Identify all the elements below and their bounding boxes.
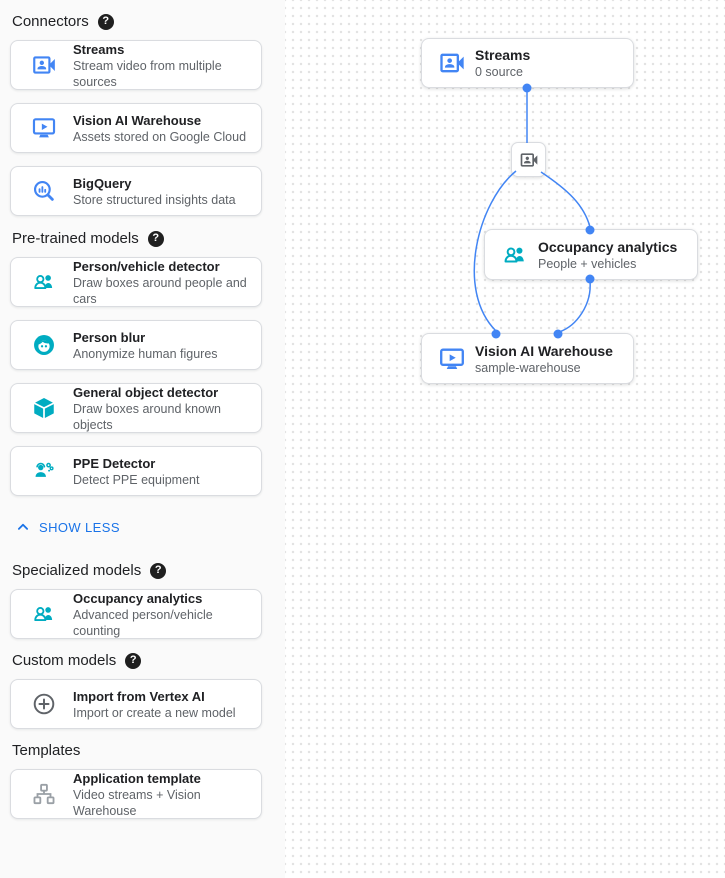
section-title: Templates bbox=[12, 742, 81, 759]
ppe-person-icon bbox=[31, 458, 57, 484]
chevron-up-icon bbox=[14, 518, 32, 536]
video-camera-front-icon bbox=[519, 150, 539, 170]
face-blur-icon bbox=[31, 332, 57, 358]
edge-source-to-occupancy bbox=[540, 171, 591, 228]
section-title: Pre-trained models bbox=[12, 230, 139, 247]
section-title: Specialized models bbox=[12, 562, 142, 579]
plus-circle-icon bbox=[31, 691, 57, 717]
card-subtitle: Assets stored on Google Cloud bbox=[73, 129, 247, 144]
node-subtitle: People + vehicles bbox=[538, 256, 637, 271]
node-subtitle: sample-warehouse bbox=[475, 360, 581, 375]
card-text: PPE Detector Detect PPE equipment bbox=[73, 455, 199, 488]
card-subtitle: Detect PPE equipment bbox=[73, 472, 200, 487]
node-title: Streams bbox=[475, 47, 531, 63]
help-icon[interactable]: ? bbox=[147, 230, 164, 247]
node-text: Occupancy analytics People + vehicles bbox=[538, 238, 677, 272]
section-title: Connectors bbox=[12, 13, 89, 30]
card-subtitle: Video streams + Vision Warehouse bbox=[73, 787, 201, 818]
card-text: Streams Stream video from multiple sourc… bbox=[73, 41, 251, 90]
edge-occupancy-to-warehouse bbox=[558, 280, 591, 333]
card-title: Import from Vertex AI bbox=[73, 688, 205, 704]
card-text: Import from Vertex AI Import or create a… bbox=[73, 688, 236, 721]
card-bigquery[interactable]: BigQuery Store structured insights data bbox=[10, 166, 262, 216]
card-import-from-vertex-ai[interactable]: Import from Vertex AI Import or create a… bbox=[10, 679, 262, 729]
org-tree-icon bbox=[31, 781, 57, 807]
card-subtitle: Stream video from multiple sources bbox=[73, 58, 222, 89]
card-text: Person/vehicle detector Draw boxes aroun… bbox=[73, 258, 251, 307]
node-title: Vision AI Warehouse bbox=[475, 342, 613, 359]
show-less-button[interactable]: SHOW LESS bbox=[14, 518, 285, 536]
section-title: Custom models bbox=[12, 652, 117, 669]
card-subtitle: Draw boxes around known objects bbox=[73, 401, 221, 432]
card-title: Person blur bbox=[73, 329, 146, 345]
pipeline-canvas[interactable]: Streams 0 source Occupancy analytics Peo… bbox=[285, 0, 725, 878]
help-icon[interactable]: ? bbox=[125, 652, 142, 669]
connection-lines bbox=[473, 83, 595, 339]
two-person-icon bbox=[501, 241, 529, 269]
section-header-templates: Templates bbox=[12, 742, 285, 759]
card-text: Vision AI Warehouse Assets stored on Goo… bbox=[73, 112, 246, 145]
section-header-specialized-models: Specialized models ? bbox=[12, 562, 285, 579]
monitor-play-icon bbox=[438, 345, 466, 373]
card-text: Person blur Anonymize human figures bbox=[73, 329, 218, 362]
card-title: Occupancy analytics bbox=[73, 590, 203, 606]
card-person-blur[interactable]: Person blur Anonymize human figures bbox=[10, 320, 262, 370]
monitor-play-icon bbox=[31, 115, 57, 141]
help-icon[interactable]: ? bbox=[97, 13, 114, 30]
card-occupancy-analytics[interactable]: Occupancy analytics Advanced person/vehi… bbox=[10, 589, 262, 639]
card-title: Person/vehicle detector bbox=[73, 258, 220, 274]
node-streams[interactable]: Streams 0 source bbox=[421, 38, 634, 88]
card-subtitle: Advanced person/vehicle counting bbox=[73, 607, 213, 638]
card-subtitle: Draw boxes around people and cars bbox=[73, 275, 247, 306]
node-stream-source[interactable] bbox=[511, 142, 546, 177]
node-text: Vision AI Warehouse sample-warehouse bbox=[475, 342, 613, 376]
card-subtitle: Store structured insights data bbox=[73, 192, 236, 207]
cube-icon bbox=[31, 395, 57, 421]
video-camera-front-icon bbox=[31, 52, 57, 78]
section-header-connectors: Connectors ? bbox=[12, 13, 285, 30]
node-title: Occupancy analytics bbox=[538, 238, 678, 255]
card-title: Vision AI Warehouse bbox=[73, 112, 202, 128]
show-less-label: SHOW LESS bbox=[39, 519, 120, 535]
card-title: BigQuery bbox=[73, 175, 132, 191]
section-header-pretrained-models: Pre-trained models ? bbox=[12, 230, 285, 247]
card-title: Application template bbox=[73, 770, 201, 786]
card-streams[interactable]: Streams Stream video from multiple sourc… bbox=[10, 40, 262, 90]
card-vision-ai-warehouse[interactable]: Vision AI Warehouse Assets stored on Goo… bbox=[10, 103, 262, 153]
section-header-custom-models: Custom models ? bbox=[12, 652, 285, 669]
card-application-template[interactable]: Application template Video streams + Vis… bbox=[10, 769, 262, 819]
video-camera-front-icon bbox=[438, 49, 466, 77]
node-occupancy-analytics[interactable]: Occupancy analytics People + vehicles bbox=[484, 229, 698, 280]
node-text: Streams 0 source bbox=[475, 46, 530, 80]
two-person-icon bbox=[31, 601, 57, 627]
card-title: PPE Detector bbox=[73, 455, 156, 471]
card-person-vehicle-detector[interactable]: Person/vehicle detector Draw boxes aroun… bbox=[10, 257, 262, 307]
bigquery-search-icon bbox=[31, 178, 57, 204]
card-text: Application template Video streams + Vis… bbox=[73, 770, 251, 819]
card-title: Streams bbox=[73, 41, 125, 57]
card-text: BigQuery Store structured insights data bbox=[73, 175, 236, 208]
card-title: General object detector bbox=[73, 384, 219, 400]
card-text: General object detector Draw boxes aroun… bbox=[73, 384, 251, 433]
node-vision-ai-warehouse[interactable]: Vision AI Warehouse sample-warehouse bbox=[421, 333, 634, 384]
help-icon[interactable]: ? bbox=[150, 562, 167, 579]
two-person-icon bbox=[31, 269, 57, 295]
node-subtitle: 0 source bbox=[475, 65, 523, 79]
card-text: Occupancy analytics Advanced person/vehi… bbox=[73, 590, 251, 639]
card-ppe-detector[interactable]: PPE Detector Detect PPE equipment bbox=[10, 446, 262, 496]
card-subtitle: Anonymize human figures bbox=[73, 346, 218, 361]
component-sidebar: Connectors ? Streams Stream video from m… bbox=[0, 0, 285, 878]
card-subtitle: Import or create a new model bbox=[73, 705, 236, 720]
card-general-object-detector[interactable]: General object detector Draw boxes aroun… bbox=[10, 383, 262, 433]
